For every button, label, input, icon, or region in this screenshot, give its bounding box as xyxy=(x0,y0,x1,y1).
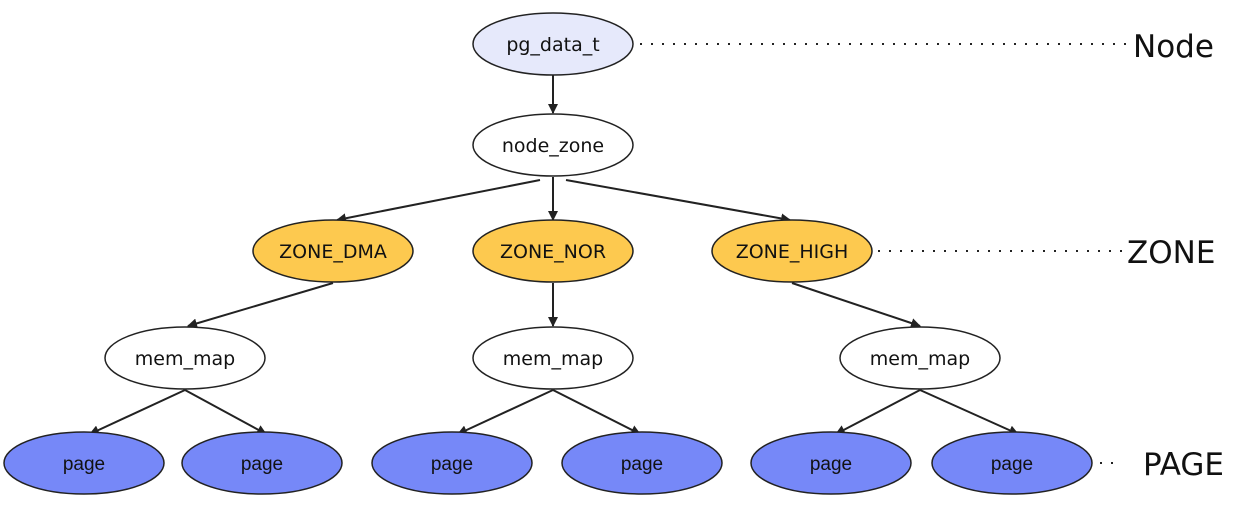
edge-memmap1-to-page2 xyxy=(184,389,267,435)
edge-memmap1-to-page1 xyxy=(89,389,186,435)
level-label-node: Node xyxy=(1133,29,1214,65)
node-page-3: page xyxy=(371,431,533,495)
node-pg-data-t: pg_data_t xyxy=(472,12,634,76)
node-mem-map-dma: mem_map xyxy=(104,326,266,390)
node-mem-map-nor: mem_map xyxy=(472,326,634,390)
node-page-6: page xyxy=(931,431,1093,495)
edge-zone-dma-to-memmap xyxy=(187,282,334,329)
node-page-1: page xyxy=(3,431,165,495)
node-page-4-label: page xyxy=(621,454,663,475)
node-zone-high: ZONE_HIGH xyxy=(711,219,873,283)
edge-memmap3-to-page6 xyxy=(919,389,1019,435)
node-mem-map-high-label: mem_map xyxy=(870,348,970,370)
level-label-page: PAGE xyxy=(1143,447,1224,483)
edge-nodezone-to-zone-high xyxy=(565,179,791,224)
node-zone-high-label: ZONE_HIGH xyxy=(736,241,849,263)
node-page-5: page xyxy=(750,431,912,495)
node-zone-dma: ZONE_DMA xyxy=(252,219,414,283)
node-page-1-label: page xyxy=(63,454,105,475)
edge-memmap2-to-page4 xyxy=(552,389,641,435)
node-zone-nor: ZONE_NOR xyxy=(472,219,634,283)
node-page-4: page xyxy=(561,431,723,495)
node-pg-data-t-label: pg_data_t xyxy=(506,34,599,56)
edge-nodezone-to-zone-dma xyxy=(336,179,541,224)
node-page-2: page xyxy=(181,431,343,495)
node-zone-dma-label: ZONE_DMA xyxy=(279,241,387,263)
edges xyxy=(89,74,1019,435)
node-mem-map-high: mem_map xyxy=(839,326,1001,390)
node-node-zone: node_zone xyxy=(472,113,634,177)
node-node-zone-label: node_zone xyxy=(502,135,604,157)
edge-memmap3-to-page5 xyxy=(835,389,921,435)
node-page-3-label: page xyxy=(431,454,473,475)
node-zone-nor-label: ZONE_NOR xyxy=(500,241,606,263)
node-page-5-label: page xyxy=(810,454,852,475)
node-page-2-label: page xyxy=(241,454,283,475)
edge-zone-high-to-memmap xyxy=(791,282,921,328)
node-mem-map-nor-label: mem_map xyxy=(503,348,603,370)
node-mem-map-dma-label: mem_map xyxy=(135,348,235,370)
level-label-zone: ZONE xyxy=(1127,235,1215,271)
edge-memmap2-to-page3 xyxy=(457,389,554,435)
level-guides xyxy=(640,43,1128,464)
node-page-6-label: page xyxy=(991,454,1033,475)
